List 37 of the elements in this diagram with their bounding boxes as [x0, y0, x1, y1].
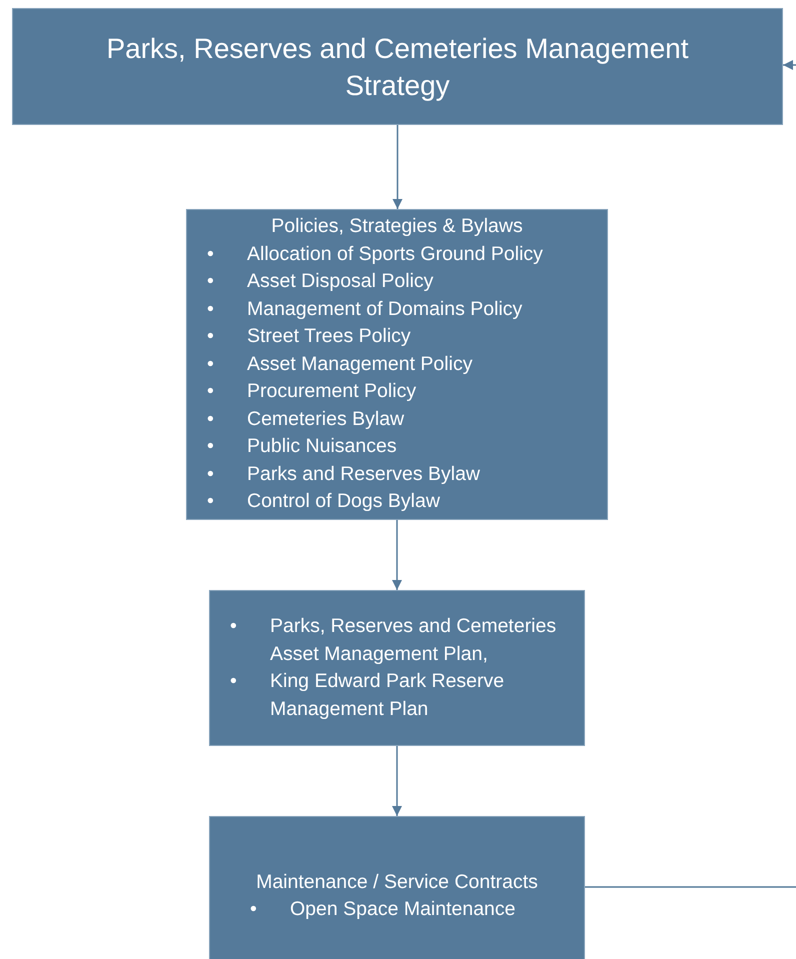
box-heading: Policies, Strategies & Bylaws — [270, 214, 524, 240]
list-item: Procurement Policy — [247, 379, 418, 404]
bullet: • — [207, 296, 215, 322]
bullet: • — [207, 379, 215, 404]
box-heading: Maintenance / Service Contracts — [255, 870, 539, 894]
process-box — [186, 209, 608, 520]
bullet: • — [230, 614, 238, 639]
bullet: • — [207, 324, 215, 350]
list-item: Open Space Maintenance — [290, 897, 516, 922]
list-item: Parks, Reserves and Cemeteries Asset Management Plan, — [270, 614, 558, 666]
arrow — [392, 125, 402, 209]
process-box — [209, 816, 585, 959]
arrow — [392, 746, 402, 816]
list-item: King Edward Park Reserve Management Plan — [270, 669, 506, 722]
arrow — [585, 60, 796, 888]
list-item: Street Trees Policy — [247, 324, 412, 350]
list-item: Parks and Reserves Bylaw — [247, 462, 482, 487]
list-item: Control of Dogs Bylaw — [247, 489, 441, 514]
list-item: Management of Domains Policy — [247, 296, 524, 322]
bullet: • — [207, 352, 215, 377]
arrow — [392, 520, 402, 590]
bullet: • — [230, 669, 238, 694]
list-item: Public Nuisances — [247, 434, 398, 460]
list-item: Allocation of Sports Ground Policy — [247, 242, 544, 267]
process-box — [12, 8, 783, 125]
strategy-title: Parks, Reserves and Cemeteries Management Strategy — [105, 32, 690, 103]
bullet: • — [207, 269, 215, 294]
list-item: Asset Disposal Policy — [247, 269, 434, 294]
bullet: • — [207, 462, 215, 487]
bullet: • — [207, 242, 215, 267]
bullet: • — [250, 897, 258, 922]
list-item: Asset Management Policy — [247, 352, 474, 377]
list-item: Cemeteries Bylaw — [247, 406, 406, 432]
bullet: • — [207, 434, 215, 460]
process-box — [209, 590, 585, 746]
bullet: • — [207, 489, 215, 514]
bullet: • — [207, 406, 215, 432]
